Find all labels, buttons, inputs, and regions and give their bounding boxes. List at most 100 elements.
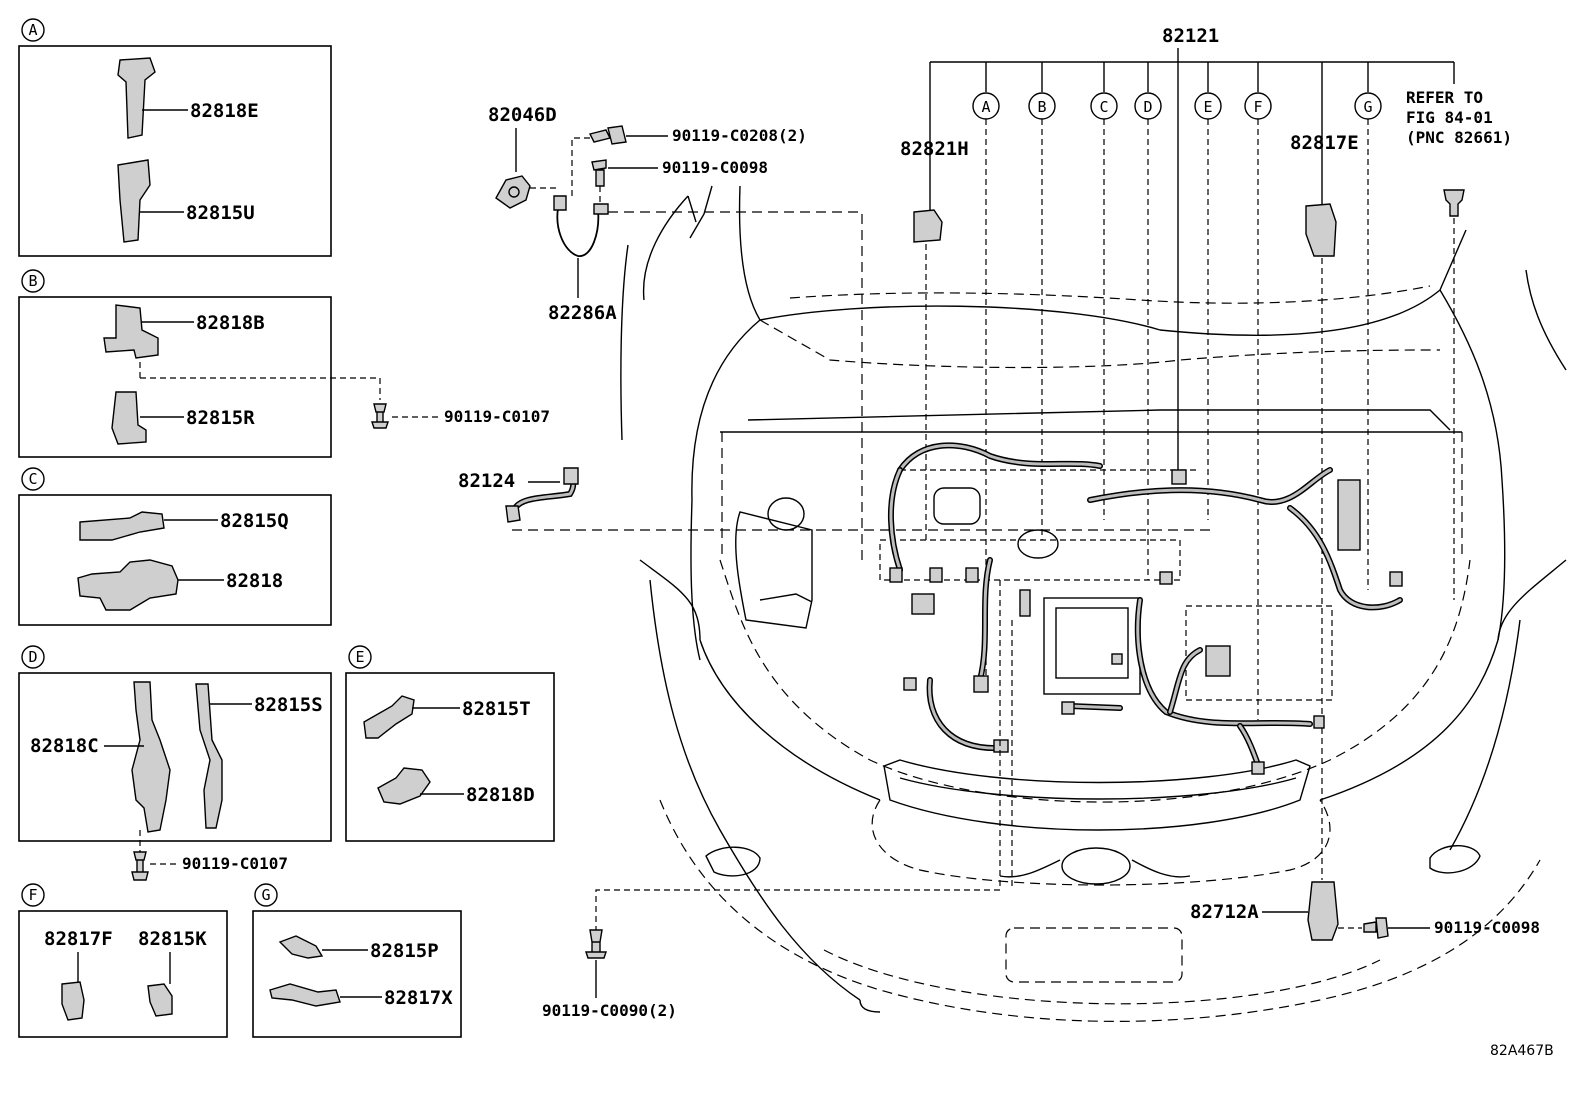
label-82046d: 82046D — [488, 104, 557, 126]
bracket-82818d-icon — [377, 767, 431, 805]
label-82815s: 82815S — [254, 694, 323, 716]
connector-icon — [1019, 589, 1031, 617]
label-82818e: 82818E — [190, 100, 259, 122]
cover-82815r-icon — [111, 391, 147, 445]
cover-82815k-icon — [147, 983, 173, 1017]
label-90119-c0208: 90119-C0208(2) — [672, 126, 807, 145]
inset-f: F 82817F 82815K — [18, 883, 228, 1038]
bolt-icon — [588, 125, 627, 145]
bolt-90119-c0107-b: 90119-C0107 — [371, 403, 550, 429]
label-90119-c0090: 90119-C0090(2) — [542, 1001, 677, 1020]
bracket-82712a-icon — [1307, 881, 1339, 941]
bracket-82818b-icon — [103, 304, 159, 359]
label-90119-c0107-d: 90119-C0107 — [182, 854, 288, 873]
cover-82817x-icon — [269, 983, 341, 1007]
connector-icon — [965, 567, 979, 583]
label-82712a: 82712A — [1190, 901, 1259, 923]
inset-a-letter: A — [28, 21, 37, 39]
label-82286a: 82286A — [548, 302, 617, 324]
part-82046d: 82046D — [488, 104, 558, 209]
part-90119-c0090: 90119-C0090(2) — [542, 929, 677, 1020]
harness-callouts: 82121 A B C D E F G 82821H — [900, 25, 1512, 880]
connector-icon — [1205, 645, 1231, 677]
label-82821h: 82821H — [900, 138, 969, 160]
connector-icon — [993, 739, 1009, 753]
relay-block-icon — [1337, 479, 1361, 551]
ground-strap-end-icon — [553, 195, 609, 215]
branch-e-letter: E — [1203, 98, 1212, 116]
part-90119-c0208: 90119-C0208(2) — [571, 125, 807, 196]
inset-g: G 82815P 82817X — [252, 883, 462, 1038]
connector-icon — [1111, 653, 1123, 665]
branch-f-letter: F — [1253, 98, 1262, 116]
bracket-82818c-icon — [131, 681, 171, 833]
refer-line-1: REFER TO — [1406, 88, 1483, 107]
cover-82815s-icon — [195, 683, 223, 829]
engine-bay — [595, 442, 1403, 930]
connector-icon — [1313, 715, 1325, 729]
bracket-82818-icon — [77, 559, 179, 611]
inset-e-letter: E — [355, 648, 364, 666]
bolt-icon — [585, 929, 607, 959]
bolt-icon — [591, 159, 607, 187]
bolt-icon — [1363, 917, 1389, 939]
connector-icon — [1171, 469, 1187, 485]
inset-b: B 82818B 82815R — [18, 269, 381, 458]
branch-g-letter: G — [1363, 98, 1372, 116]
label-82818d: 82818D — [466, 784, 535, 806]
connector-icon — [1251, 761, 1265, 775]
bracket-82818e-icon — [117, 57, 156, 139]
diagram-id: 82A467B — [1490, 1043, 1554, 1059]
label-82815q: 82815Q — [220, 510, 289, 532]
label-90119-c0098-right: 90119-C0098 — [1434, 918, 1540, 937]
label-82815r: 82815R — [186, 407, 255, 429]
cover-82817f-icon — [61, 981, 85, 1021]
clip-82661-icon — [1443, 189, 1465, 217]
label-82817x: 82817X — [384, 987, 453, 1009]
label-82124: 82124 — [458, 470, 515, 492]
part-82712a: 82712A 90119-C0098 — [1190, 881, 1540, 941]
branch-b-letter: B — [1037, 98, 1046, 116]
vehicle-outline — [620, 185, 1567, 1022]
label-82815k: 82815K — [138, 928, 207, 950]
inset-b-letter: B — [28, 272, 37, 290]
connector-icon — [973, 675, 989, 693]
connector-icon — [1159, 571, 1173, 585]
inset-a: A 82818E 82815U — [18, 18, 332, 257]
bolt-90119-c0107-d: 90119-C0107 — [131, 851, 288, 881]
cover-82815u-icon — [117, 159, 151, 243]
cover-82815p-icon — [278, 935, 324, 959]
label-82121: 82121 — [1162, 25, 1219, 47]
connector-82124-icon — [505, 467, 579, 523]
label-82818c: 82818C — [30, 735, 99, 757]
clamp-82046d-icon — [495, 175, 531, 209]
inset-c: C 82815Q 82818 — [18, 467, 332, 626]
inset-e: E 82815T 82818D — [345, 645, 555, 842]
inset-d-letter: D — [28, 648, 37, 666]
connector-icon — [1061, 701, 1075, 715]
branch-d-letter: D — [1143, 98, 1152, 116]
refer-line-2: FIG 84-01 — [1406, 108, 1493, 127]
label-90119-c0098-top: 90119-C0098 — [662, 158, 768, 177]
inset-c-letter: C — [28, 470, 37, 488]
cover-82817e-icon — [1305, 203, 1337, 257]
label-82817f: 82817F — [44, 928, 113, 950]
connector-icon — [889, 567, 903, 583]
label-82818: 82818 — [226, 570, 283, 592]
inset-d: D 82818C 82815S — [18, 645, 332, 852]
branch-c-letter: C — [1099, 98, 1108, 116]
cover-82821h-icon — [913, 209, 943, 243]
branch-a-letter: A — [981, 98, 990, 116]
label-82815t: 82815T — [462, 698, 531, 720]
label-82817e: 82817E — [1290, 132, 1359, 154]
bolt-icon — [371, 403, 389, 429]
cover-82815t-icon — [363, 695, 415, 739]
bolt-icon — [131, 851, 149, 881]
refer-line-3: (PNC 82661) — [1406, 128, 1512, 147]
connector-icon — [1389, 571, 1403, 587]
label-82815p: 82815P — [370, 940, 439, 962]
part-90119-c0098-top: 90119-C0098 — [591, 158, 768, 206]
inset-g-letter: G — [261, 886, 270, 904]
part-82286a: 82286A — [548, 195, 863, 564]
